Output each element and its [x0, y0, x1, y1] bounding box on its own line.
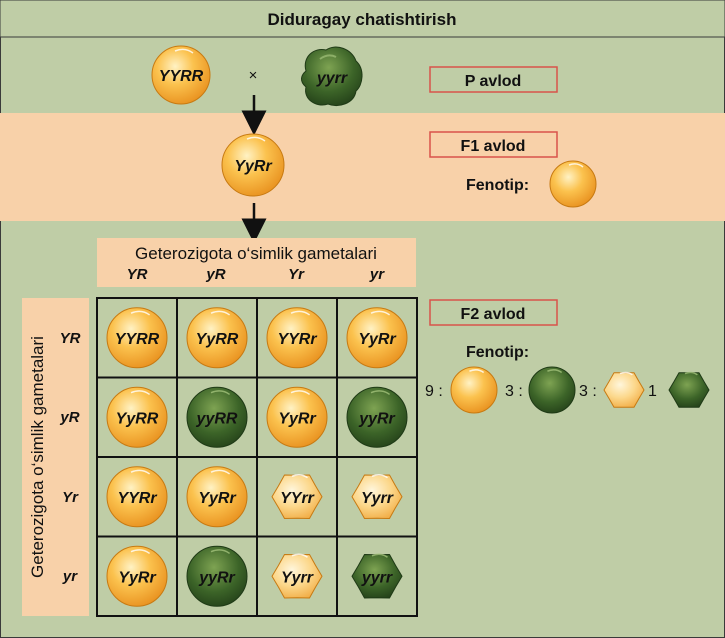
- seed-yellow-round: [266, 307, 328, 369]
- cell-genotype: YyRr: [278, 410, 316, 427]
- p-generation-label: P avlod: [465, 73, 522, 90]
- side-gamete-label: YR: [60, 330, 81, 347]
- side-gamete-header: Geterozigota o‘simlik gametalari YR yR Y…: [22, 298, 89, 616]
- side-gamete-title: Geterozigota o‘simlik gametalari: [28, 336, 47, 578]
- punnett-cell: yyrr: [351, 553, 403, 599]
- top-gamete-label: Yr: [288, 266, 305, 283]
- cell-genotype: YYRr: [117, 490, 157, 507]
- punnett-cell: yyRR: [186, 386, 248, 448]
- cell-genotype: YYRr: [277, 331, 317, 348]
- punnett-cell: YYRr: [106, 466, 168, 528]
- seed-green-wrinkled: [351, 553, 403, 599]
- f1-label-box: [429, 131, 558, 158]
- cell-genotype: YYrr: [280, 490, 315, 507]
- punnett-cell: Yyrr: [351, 474, 403, 519]
- punnett-cell: YyRr: [186, 466, 248, 528]
- punnett-cell: YYRR: [106, 307, 168, 369]
- ratio-number: 3 :: [579, 383, 597, 400]
- cell-genotype: YYRR: [115, 331, 160, 348]
- punnett-cell: yyRr: [346, 386, 408, 448]
- seed-yellow-round: [106, 386, 168, 448]
- seed-yellow-round: [549, 160, 597, 208]
- f2-phenotype-label: Fenotip:: [466, 344, 529, 361]
- punnett-cell: YyRr: [266, 386, 328, 448]
- seed-yellow-round: [186, 307, 248, 369]
- f1-phenotype-label: Fenotip:: [466, 177, 529, 194]
- cross-symbol: ×: [249, 67, 258, 84]
- cell-genotype: yyrr: [361, 569, 393, 586]
- top-gamete-label: yR: [205, 266, 225, 283]
- parent1-genotype: YYRR: [159, 68, 204, 85]
- cell-genotype: YyRr: [198, 490, 236, 507]
- top-gamete-label: YR: [127, 266, 148, 283]
- seed-green-wrinkled: [668, 371, 710, 408]
- cell-genotype: Yyrr: [361, 490, 394, 507]
- p-generation: YYRR × yyrr P avlod: [151, 45, 558, 106]
- ratio-number: 9 :: [425, 383, 443, 400]
- punnett-cell: YyRR: [106, 386, 168, 448]
- top-gamete-label: yr: [369, 266, 385, 283]
- punnett-cell: YyRr: [106, 545, 168, 607]
- f1-genotype: YyRr: [234, 158, 272, 175]
- top-gamete-header: Geterozigota o‘simlik gametalari YR yR Y…: [97, 238, 416, 287]
- top-gamete-title: Geterozigota o‘simlik gametalari: [135, 244, 377, 263]
- seed-yellow-wrinkled: [271, 553, 323, 599]
- seed-green-round: [186, 386, 248, 448]
- ratio-number: 3 :: [505, 383, 523, 400]
- f2-generation: F2 avlod Fenotip: 9 : 3 : 3 : 1: [425, 299, 710, 414]
- phenotype-ratio: 9 : 3 : 3 : 1: [425, 366, 710, 414]
- cell-genotype: Yyrr: [281, 569, 314, 586]
- punnett-cell: YYrr: [271, 474, 323, 519]
- cell-genotype: YyRr: [358, 331, 396, 348]
- punnett-cell: YyRr: [346, 307, 408, 369]
- seed-yellow-wrinkled: [351, 474, 403, 519]
- seed-yellow-round: [151, 45, 211, 105]
- cell-genotype: YyRR: [116, 410, 159, 427]
- seed-yellow-round: [450, 366, 498, 414]
- seed-yellow-round: [106, 307, 168, 369]
- cell-genotype: yyRr: [358, 410, 395, 427]
- seed-yellow-round: [106, 466, 168, 528]
- f2-generation-label: F2 avlod: [461, 306, 526, 323]
- f1-generation: YyRr F1 avlod Fenotip:: [221, 131, 597, 208]
- seed-yellow-round: [346, 307, 408, 369]
- punnett-cell: YYRr: [266, 307, 328, 369]
- cell-genotype: YyRr: [118, 569, 156, 586]
- seed-yellow-round: [106, 545, 168, 607]
- seed-yellow-wrinkled: [603, 371, 645, 408]
- seed-green-wrinkled: [301, 46, 363, 106]
- f1-band: [0, 113, 725, 221]
- side-gamete-label: Yr: [62, 489, 79, 506]
- punnett-cell: YyRR: [186, 307, 248, 369]
- seed-green-round: [528, 366, 576, 414]
- title-bar: Diduragay chatishtirish: [0, 0, 725, 38]
- seed-yellow-round: [186, 466, 248, 528]
- cell-genotype: yyRR: [196, 410, 238, 427]
- seed-yellow-round: [221, 133, 285, 197]
- side-gamete-label: yR: [59, 409, 79, 426]
- parent2-genotype: yyrr: [316, 70, 348, 87]
- punnett-cell: yyRr: [186, 545, 248, 607]
- page-title: Diduragay chatishtirish: [268, 10, 457, 29]
- cell-genotype: YyRR: [196, 331, 239, 348]
- seed-yellow-wrinkled: [271, 474, 323, 519]
- f2-label-box: [429, 299, 558, 326]
- p-label-box: [429, 66, 558, 93]
- cell-genotype: yyRr: [198, 569, 235, 586]
- seed-yellow-round: [266, 386, 328, 448]
- seed-green-round: [186, 545, 248, 607]
- punnett-cell: Yyrr: [271, 553, 323, 599]
- ratio-number: 1: [648, 383, 657, 400]
- seed-green-round: [346, 386, 408, 448]
- side-gamete-label: yr: [62, 568, 78, 585]
- f1-generation-label: F1 avlod: [461, 138, 526, 155]
